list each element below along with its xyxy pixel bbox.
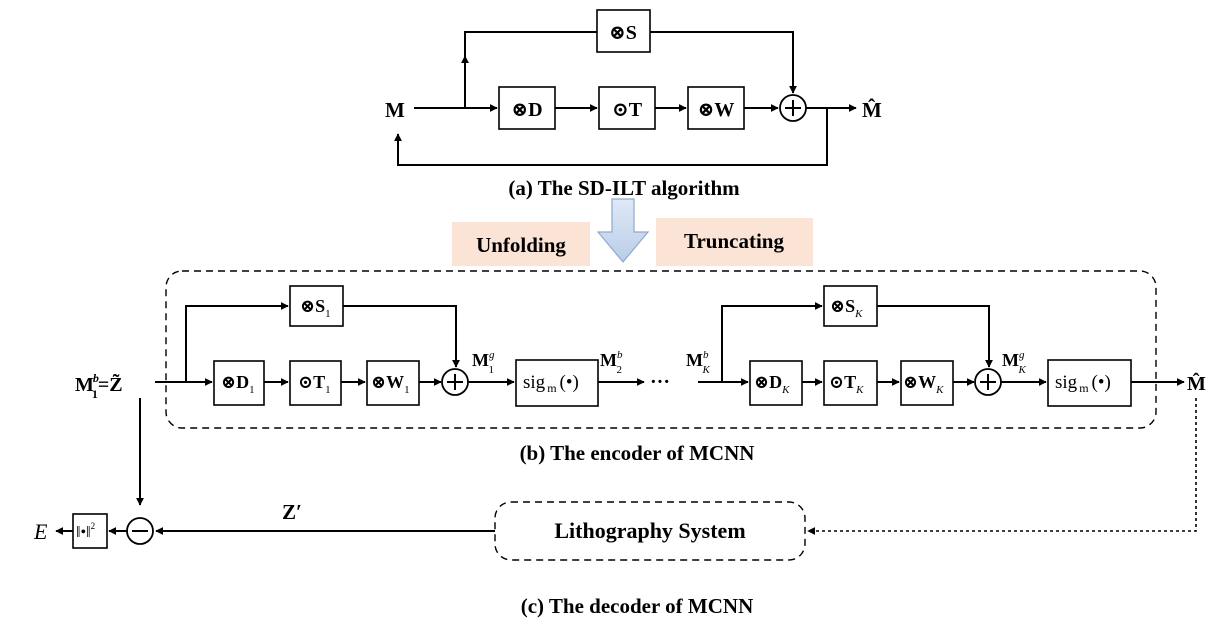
unfolding-label-bg — [452, 222, 590, 266]
sd-ilt-feedback-wire — [394, 108, 828, 166]
blockK-conv-w-box — [900, 360, 954, 406]
sd-ilt-shortcut-box — [596, 9, 651, 53]
blockK-shortcut-wire — [877, 305, 993, 368]
encoder-dashed-border — [165, 270, 1157, 429]
z-prime-label: Z′ — [282, 500, 302, 524]
blockK-shortcut-label: ⊗SK — [830, 296, 863, 320]
sd-ilt-conv-w-box — [687, 86, 745, 130]
sd-ilt-diagram: M ⊗D ⊙T ⊗W M̂ ⊗S (a) The SD-ILT algorith… — [385, 9, 882, 200]
block1-threshold-box — [289, 360, 342, 406]
norm-box — [72, 513, 108, 549]
sd-ilt-input-label: M — [385, 98, 405, 122]
block1-conv-d-box — [213, 360, 265, 406]
truncating-label: Truncating — [684, 229, 784, 253]
sd-ilt-wire — [650, 31, 797, 94]
transition: Unfolding Truncating — [452, 198, 813, 266]
sd-ilt-shortcut-label: ⊗S — [609, 22, 637, 44]
block1-sigmoid-box — [515, 359, 599, 407]
encoder-output-label: M̂ — [1187, 371, 1206, 395]
blockK-conv-d-box — [749, 360, 803, 406]
block1-threshold-label: ⊙T1 — [298, 372, 331, 396]
blockK-shortcut-wire — [721, 302, 823, 382]
output-to-lithography-wire — [807, 398, 1197, 535]
error-label: E — [33, 519, 48, 544]
blockK-conv-w-label: ⊗WK — [903, 372, 944, 396]
block1-shortcut-label: ⊗S1 — [300, 296, 331, 320]
mcnn-decoder: Lithography System Z′ ‖•‖2 E (c) The dec… — [33, 398, 1197, 618]
blockK-threshold-box — [823, 360, 878, 406]
sd-ilt-caption: (a) The SD-ILT algorithm — [508, 176, 740, 200]
sd-ilt-conv-d-label: ⊗D — [511, 99, 542, 121]
down-arrow-icon — [596, 198, 650, 263]
decoder-caption: (c) The decoder of MCNN — [521, 594, 754, 618]
blockK-threshold-label: ⊙TK — [829, 372, 864, 396]
truncating-label-bg — [656, 218, 813, 266]
encoder-caption: (b) The encoder of MCNN — [520, 441, 755, 465]
block1-conv-w-label: ⊗W1 — [371, 372, 410, 396]
norm-label: ‖•‖2 — [76, 521, 95, 541]
sd-ilt-output-label: M̂ — [862, 98, 882, 122]
unfolding-label: Unfolding — [476, 233, 566, 257]
lithography-box — [494, 501, 806, 561]
lithography-label: Lithography System — [554, 518, 745, 543]
sd-ilt-threshold-label: ⊙T — [612, 99, 643, 121]
encoder-ellipsis: ··· — [650, 371, 670, 393]
block1-shortcut-wire — [343, 305, 460, 368]
sd-ilt-wire — [464, 31, 597, 58]
blockK-shortcut-box — [823, 285, 878, 327]
block1-conv-d-label: ⊗D1 — [221, 372, 255, 396]
block1-shortcut-wire — [185, 302, 289, 382]
sd-ilt-conv-w-label: ⊗W — [698, 99, 735, 121]
blockK-conv-d-label: ⊗DK — [754, 372, 790, 396]
